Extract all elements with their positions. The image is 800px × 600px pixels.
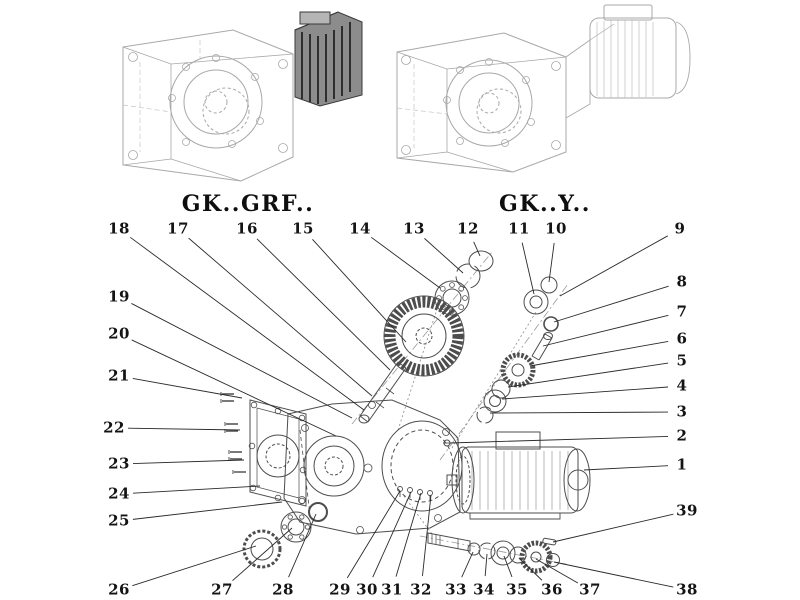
housing-bosses <box>128 52 288 160</box>
variant-title-gky: GK..Y.. <box>499 191 591 217</box>
seal-ring <box>308 502 328 522</box>
callout-6: 6 <box>676 329 688 348</box>
callout-35: 35 <box>506 580 528 599</box>
callout-9: 9 <box>674 219 686 238</box>
input-adapter <box>294 11 363 107</box>
bearing-outer <box>434 280 470 316</box>
gear-hidden-outline <box>202 87 250 135</box>
callout-5: 5 <box>676 351 688 370</box>
motor-flange <box>451 446 475 514</box>
assembled-view-gky <box>396 4 691 173</box>
fan-cover <box>563 448 591 512</box>
callout-30: 30 <box>356 580 378 599</box>
motor-fins <box>471 451 569 510</box>
callout-27: 27 <box>211 580 233 599</box>
callout-13: 13 <box>403 219 425 238</box>
callout-4: 4 <box>676 376 688 395</box>
callout-19: 19 <box>108 287 130 306</box>
callout-37: 37 <box>579 580 601 599</box>
motor-assembled <box>565 4 691 119</box>
callout-24: 24 <box>108 484 130 503</box>
snap-ring <box>455 263 481 289</box>
callout-26: 26 <box>108 580 130 599</box>
shim-ring <box>468 250 494 272</box>
callout-16: 16 <box>236 219 258 238</box>
gear-hidden-outline <box>476 88 522 134</box>
callout-8: 8 <box>676 272 688 291</box>
callout-1: 1 <box>676 455 688 474</box>
callout-22: 22 <box>103 418 125 437</box>
callout-23: 23 <box>108 454 130 473</box>
flange-bolt-holes <box>401 55 561 155</box>
callout-20: 20 <box>108 324 130 343</box>
callout-33: 33 <box>445 580 467 599</box>
ring <box>509 546 527 564</box>
callout-15: 15 <box>292 219 314 238</box>
circlip <box>478 542 496 560</box>
callout-3: 3 <box>676 402 688 421</box>
shaft-key <box>542 537 557 546</box>
callout-14: 14 <box>349 219 371 238</box>
callout-31: 31 <box>381 580 403 599</box>
bearing-outer <box>490 540 516 566</box>
callout-10: 10 <box>545 219 567 238</box>
callout-17: 17 <box>167 219 189 238</box>
variant-title-gkgrf: GK..GRF.. <box>181 191 315 217</box>
circlip <box>476 406 494 424</box>
callout-21: 21 <box>108 366 130 385</box>
callout-18: 18 <box>108 219 130 238</box>
callout-32: 32 <box>410 580 432 599</box>
callout-12: 12 <box>457 219 479 238</box>
assembled-view-gkgrf <box>122 11 363 182</box>
terminal-box <box>603 4 653 21</box>
hidden-lines <box>396 64 448 148</box>
callout-39: 39 <box>676 501 698 520</box>
motor-fins <box>596 20 654 98</box>
callout-7: 7 <box>676 302 688 321</box>
callout-38: 38 <box>676 580 698 599</box>
callout-11: 11 <box>508 219 530 238</box>
callout-29: 29 <box>329 580 351 599</box>
callout-2: 2 <box>676 426 688 445</box>
motor-shaft-stub <box>446 474 458 486</box>
pinion-bearing <box>523 289 549 315</box>
callout-25: 25 <box>108 511 130 530</box>
callout-36: 36 <box>541 580 563 599</box>
hidden-lines <box>122 40 201 152</box>
washer <box>467 542 481 556</box>
flange-bolt-holes <box>168 54 264 148</box>
callout-34: 34 <box>473 580 495 599</box>
callout-28: 28 <box>272 580 294 599</box>
